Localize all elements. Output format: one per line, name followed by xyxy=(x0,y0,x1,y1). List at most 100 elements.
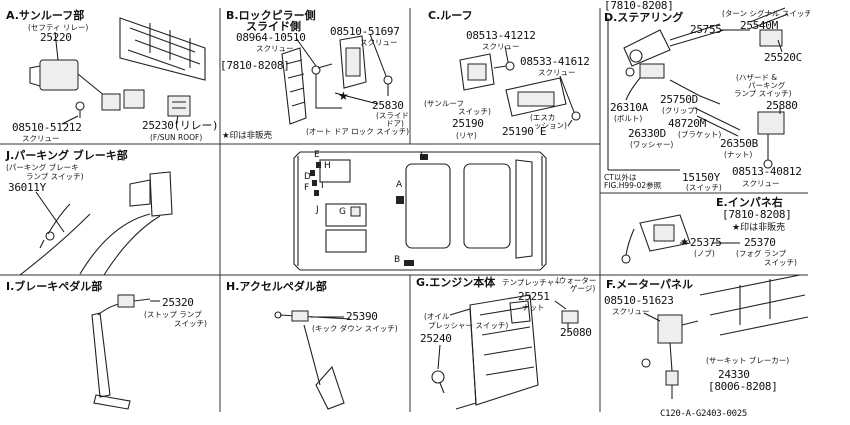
loc-label-a: A xyxy=(396,180,403,190)
part-08533-41612[interactable]: 08533-41612 xyxy=(520,55,590,68)
panel-i-brake-pedal: I.ブレーキペダル部 25320 (ストップ ランプ スイッチ) xyxy=(0,275,220,412)
screw-label-d: スクリュー xyxy=(742,179,780,188)
fog-label-1: (フォグ ランプ xyxy=(736,249,787,258)
part-25755[interactable]: 25755 xyxy=(690,23,722,36)
ct-note-1: CT以外は xyxy=(604,173,637,182)
switch-label-2: ドア) xyxy=(386,119,404,128)
part-08513-41212[interactable]: 08513-41212 xyxy=(466,29,536,42)
oil-pressure-label-1: (オイル xyxy=(424,312,450,321)
fog-switch-drawing xyxy=(621,214,740,264)
panel-b-subtitle: スライド側 xyxy=(246,20,301,33)
part-25251[interactable]: 25251 xyxy=(518,290,550,303)
screw2-label: スクリュー xyxy=(360,38,398,47)
part-25190[interactable]: 25190 xyxy=(452,117,484,130)
escutcheon-label-2: ッション) xyxy=(534,121,567,130)
part-25220[interactable]: 25220 xyxy=(40,31,72,44)
part-48720m[interactable]: 48720M xyxy=(668,117,706,130)
part-36011y[interactable]: 36011Y xyxy=(8,181,46,194)
non-sale-note-b: ★印は非販売 xyxy=(222,131,273,141)
brake-pedal-drawing xyxy=(91,294,160,410)
hazard-label-3: ランプ スイッチ) xyxy=(734,89,792,98)
panel-a-sunroof: A.サンルーフ部 (セフティ リレー) 25220 08510-51212 スク… xyxy=(0,8,220,144)
rear-label: (リヤ) xyxy=(456,131,477,140)
hazard-label-2: パーキング xyxy=(748,81,786,90)
parking-brake-label-1: (パーキング ブレーキ xyxy=(6,163,79,172)
range-8006-8208: [8006-8208] xyxy=(708,380,778,393)
kick-down-label: (キック ダウン スイッチ) xyxy=(312,324,398,333)
panel-h-accel-pedal: H.アクセルペダル部 25390 (キック ダウン スイッチ) xyxy=(220,275,410,412)
part-08510-51623[interactable]: 08510-51623 xyxy=(604,294,674,307)
door-lock-switch-drawing xyxy=(281,33,393,125)
panel-g-title: G.エンジン本体 xyxy=(416,276,496,289)
loc-label-h: H xyxy=(324,161,331,171)
part-24330[interactable]: 24330 xyxy=(718,368,750,381)
part-25375[interactable]: 25375 xyxy=(690,236,722,249)
vehicle-plan-view xyxy=(293,151,547,271)
part-08964-10510[interactable]: 08964-10510 xyxy=(236,31,306,44)
loc-label-j: J xyxy=(316,205,319,215)
loc-label-g: G xyxy=(339,207,346,217)
clip-label: (クリップ) xyxy=(662,106,698,115)
switch-label-3: (オート ドア ロック スイッチ) xyxy=(306,127,410,136)
part-25880[interactable]: 25880 xyxy=(766,99,798,112)
part-25190e[interactable]: 25190 E xyxy=(502,125,547,138)
loc-label-e: E xyxy=(314,150,320,160)
loc-label-d: D xyxy=(304,172,311,182)
panel-b-lock-pillar: B.ロックピラー側 スライド側 08964-10510 スクリュー 08510-… xyxy=(220,8,410,144)
panel-d-title: D.ステアリング xyxy=(604,11,684,24)
sunroof-label: (F/SUN ROOF) xyxy=(150,133,203,142)
part-26330d[interactable]: 26330D xyxy=(628,127,666,140)
stop-lamp-label-1: (ストップ ランプ xyxy=(144,310,202,319)
part-08510-51212[interactable]: 08510-51212 xyxy=(12,121,82,134)
part-25390[interactable]: 25390 xyxy=(346,310,378,323)
part-26350b[interactable]: 26350B xyxy=(720,137,758,150)
star-mark-b: ★ xyxy=(338,89,349,103)
water-gauge-label-2: ゲージ) xyxy=(570,284,596,293)
part-26310a[interactable]: 26310A xyxy=(610,101,648,114)
loc-label-c: C xyxy=(420,151,427,161)
parking-brake-label-2: ランプ スイッチ) xyxy=(26,172,84,181)
part-25540m[interactable]: 25540M xyxy=(740,19,778,32)
knob-label: (ノブ) xyxy=(694,249,715,258)
stop-lamp-label-2: スイッチ) xyxy=(174,319,207,328)
ct-note-2[interactable]: FIG.H99-02参照 xyxy=(604,181,662,190)
bracket-label: (ブラケット) xyxy=(678,130,722,139)
bolt-label: (ボルト) xyxy=(614,114,643,123)
part-25830[interactable]: 25830 xyxy=(372,99,404,112)
part-25750d[interactable]: 25750D xyxy=(660,93,698,106)
part-25080[interactable]: 25080 xyxy=(560,326,592,339)
range-7810-8208-e: [7810-8208] xyxy=(722,208,792,221)
part-25370[interactable]: 25370 xyxy=(744,236,776,249)
engine-sensor-drawing xyxy=(431,294,579,410)
turn-signal-label: (ターン シグナル スイッチ) xyxy=(722,9,810,18)
panel-e-instrument-right: E.インパネ右 [7810-8208] ★印は非販売 ★ 25375 (ノブ) … xyxy=(600,193,810,275)
panel-c-roof: C.ルーフ 08513-41212 スクリュー 08533-41612 スクリュ… xyxy=(410,8,600,144)
screw-label: スクリュー xyxy=(22,134,60,143)
panel-h-title: H.アクセルペダル部 xyxy=(226,280,327,293)
steering-switch-drawing xyxy=(607,7,789,171)
panel-a-title: A.サンルーフ部 xyxy=(6,9,85,22)
part-25240[interactable]: 25240 xyxy=(420,332,452,345)
sunroof-switch-label-2: スイッチ) xyxy=(458,107,491,116)
screw2-label-c: スクリュー xyxy=(538,68,576,77)
part-25520c[interactable]: 25520C xyxy=(764,51,802,64)
range-7810-8208-b: [7810-8208] xyxy=(220,59,290,72)
part-15150y[interactable]: 15150Y xyxy=(682,171,720,184)
part-25230[interactable]: 25230(リレー) xyxy=(142,119,219,132)
part-08510-51697[interactable]: 08510-51697 xyxy=(330,25,400,38)
panel-d-steering: [7810-8208] D.ステアリング (ターン シグナル スイッチ) 257… xyxy=(600,0,810,193)
panel-j-title: J.パーキング ブレーキ部 xyxy=(6,149,128,162)
part-08513-40812[interactable]: 08513-40812 xyxy=(732,165,802,178)
washer-label: (ワッシャー) xyxy=(630,140,674,149)
part-25320[interactable]: 25320 xyxy=(162,296,194,309)
circuit-breaker-label: (サーキット ブレーカー) xyxy=(706,356,790,365)
parking-brake-drawing xyxy=(19,171,173,275)
screw1-label-c: スクリュー xyxy=(482,42,520,51)
sunroof-relay-drawing xyxy=(29,17,206,125)
star-mark-e: ★ xyxy=(680,237,689,248)
nut-label-g: ナット xyxy=(522,303,545,312)
roof-switch-drawing xyxy=(459,45,581,127)
temperature-label: テンプレッチャー xyxy=(502,278,562,287)
panel-f-title: F.メーターパネル xyxy=(606,278,693,291)
panel-g-engine: G.エンジン本体 テンプレッチャー (ウォーター ゲージ) 25251 ナット … xyxy=(410,275,600,412)
